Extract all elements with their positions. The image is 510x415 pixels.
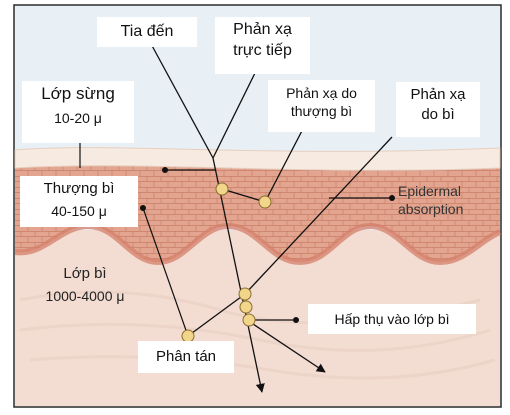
epidermal-reflection-line-1: Phản xạ do [286, 85, 357, 101]
dermal-reflection-line-1: Phản xạ [410, 86, 466, 103]
scattering-ray [187, 293, 246, 337]
dermal-absorption-dot [293, 317, 299, 323]
epidermal-absorption-line-2: absorption [398, 200, 464, 217]
stratum-corneum-name: Lớp sừng [41, 84, 115, 103]
direct-reflection-ray [212, 72, 256, 159]
epidermal-absorption-line-1: Epidermal [398, 183, 462, 199]
epidermal-absorption-label: Epidermal absorption [398, 183, 463, 218]
stratum-corneum-thickness: 10-20 μ [54, 110, 102, 127]
epidermal-absorption-dot [389, 195, 395, 201]
transmitted-ray [212, 157, 265, 393]
corneum-pointer-dot [162, 167, 168, 173]
direct-reflection-line-2: trực tiếp [233, 41, 292, 59]
incident-ray [149, 41, 214, 159]
scattering-label: Phân tán [138, 341, 234, 373]
dermal-reflection-line-2: do bì [421, 105, 455, 123]
dermal-forward-scatter-ray [246, 319, 326, 373]
epidermis-pointer-dot [140, 205, 146, 211]
dermal-reflection-label: Phản xạ do bì [396, 82, 480, 137]
epidermal-reflection-label: Phản xạ do thượng bì [268, 80, 375, 132]
interaction-point [242, 313, 256, 327]
dermis-label: Lớp bì 1000-4000 μ [26, 265, 144, 305]
direct-reflection-line-1: Phản xạ [233, 21, 292, 38]
epidermis-label: Thượng bì 40-150 μ [20, 176, 138, 227]
interaction-point [238, 287, 252, 301]
epidermal-reflection-line-2: thượng bì [290, 103, 353, 120]
interaction-point [258, 195, 272, 209]
dermal-absorption-label: Hấp thụ vào lớp bì [308, 304, 476, 334]
epidermis-pointer [142, 207, 189, 337]
dermal-reflection-ray [244, 136, 393, 295]
interaction-point [239, 300, 253, 314]
interaction-point [215, 182, 229, 196]
stratum-corneum-label: Lớp sừng 10-20 μ [22, 81, 134, 143]
dermis-name: Lớp bì [63, 265, 107, 282]
epidermis-name: Thượng bì [43, 180, 115, 197]
epidermal-reflection-ray [264, 124, 306, 203]
direct-reflection-label: Phản xạ trực tiếp [215, 17, 310, 74]
incident-ray-label: Tia đến [97, 17, 197, 47]
epidermal-path-ray [221, 188, 266, 203]
stratum-corneum-layer [14, 147, 501, 171]
epidermis-thickness: 40-150 μ [51, 202, 107, 219]
dermis-thickness: 1000-4000 μ [45, 287, 125, 304]
